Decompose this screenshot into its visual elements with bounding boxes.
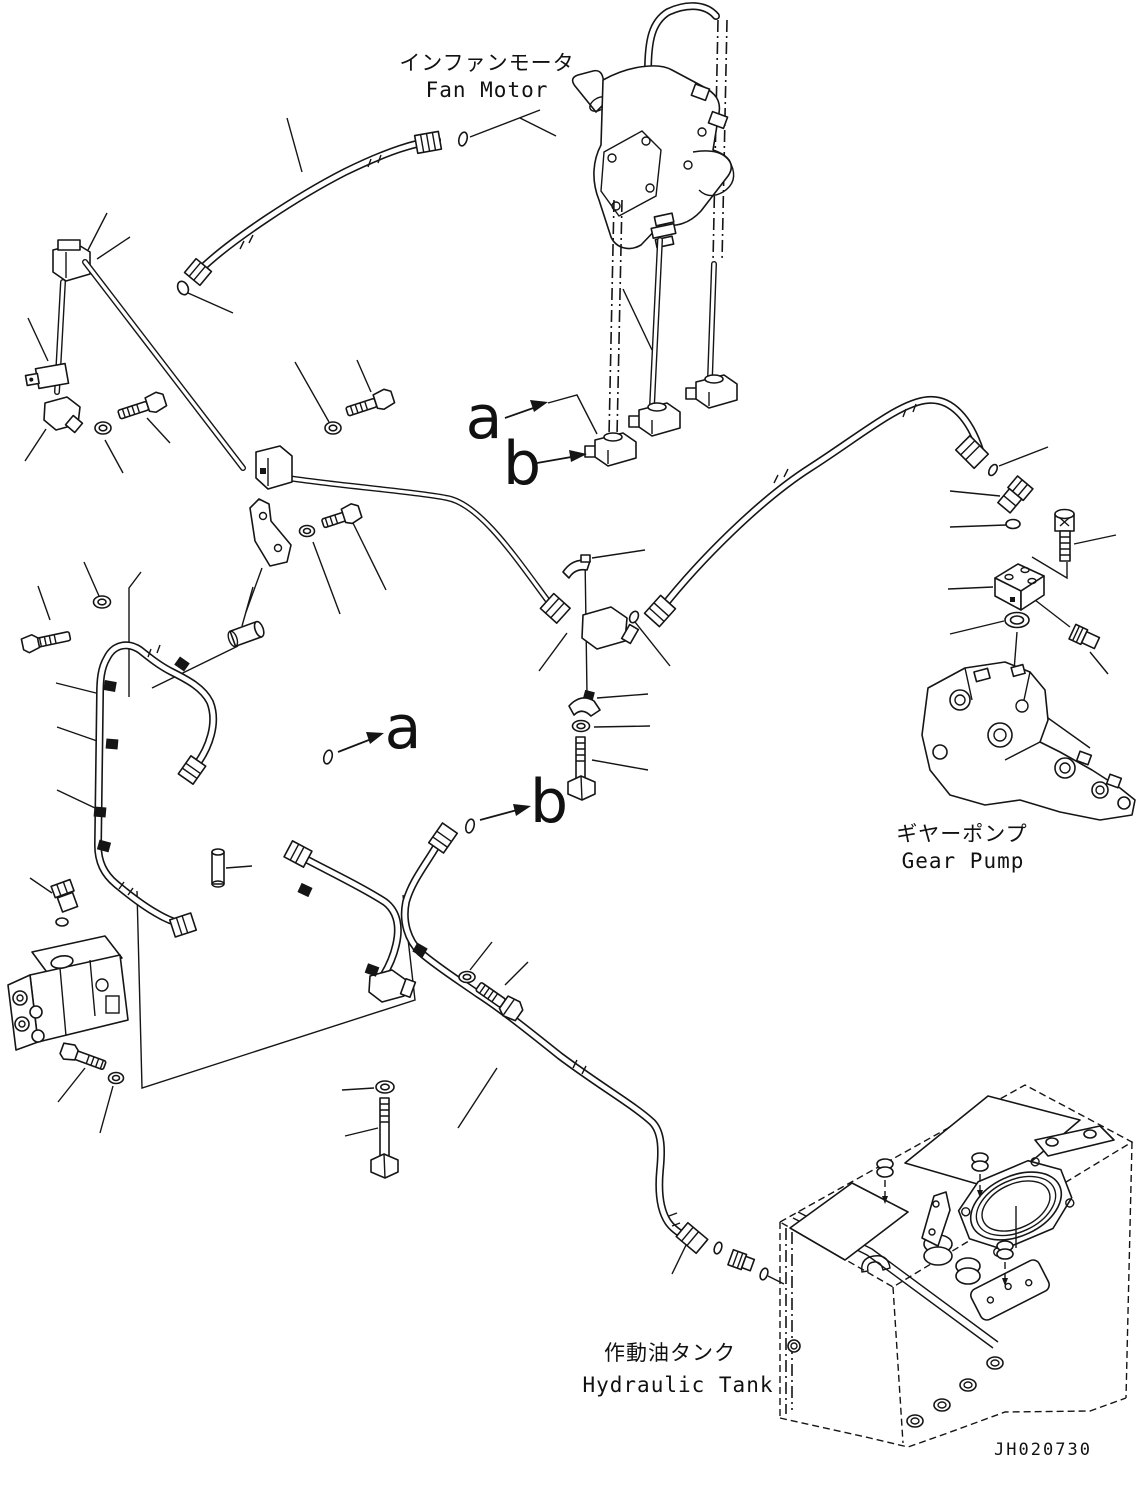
callout-b-mid: b bbox=[464, 767, 568, 837]
washer bbox=[324, 421, 342, 435]
callout-letter: a bbox=[385, 693, 422, 763]
bracket bbox=[249, 498, 292, 567]
center-elbow-assembly bbox=[539, 554, 640, 801]
o-ring bbox=[464, 818, 476, 834]
s-hose-assembly bbox=[20, 595, 265, 938]
elbow-connector bbox=[997, 475, 1034, 514]
hose-clamp bbox=[297, 882, 313, 898]
drawing-number: JH020730 bbox=[994, 1440, 1092, 1460]
o-ring bbox=[987, 463, 999, 477]
bolt bbox=[475, 982, 524, 1022]
callout-letter: b bbox=[503, 429, 541, 499]
labels: インファンモータ Fan Motor ギヤーポンプ Gear Pump 作動油タ… bbox=[399, 51, 1092, 1460]
pipe-clamp bbox=[24, 362, 70, 390]
tank-bosses bbox=[787, 1129, 1097, 1428]
connector-fitting bbox=[727, 1248, 756, 1272]
washer bbox=[92, 595, 112, 609]
hose-elbow-end bbox=[368, 969, 417, 1003]
washer bbox=[458, 970, 476, 984]
o-ring bbox=[628, 610, 640, 624]
hydraulic-tank-label-jp: 作動油タンク bbox=[604, 1341, 736, 1365]
callout-letter: b bbox=[530, 767, 568, 837]
elbow-fitting-b bbox=[584, 432, 637, 467]
washer bbox=[94, 421, 112, 435]
clamp-half bbox=[562, 554, 591, 579]
clamp-with-bolt bbox=[568, 689, 601, 717]
bolt bbox=[20, 631, 72, 654]
hose-clamp bbox=[174, 656, 190, 672]
hose-clamp bbox=[103, 680, 117, 692]
gear-pump-assembly bbox=[921, 661, 1136, 821]
fan-pump-valve bbox=[7, 878, 129, 1085]
fan-motor-assembly bbox=[571, 2, 735, 263]
socket-bolt bbox=[1054, 508, 1075, 562]
hose-clamp bbox=[364, 963, 380, 977]
washer bbox=[375, 1080, 395, 1094]
bolt bbox=[59, 1042, 107, 1070]
washer bbox=[571, 719, 591, 733]
callout-b-top: b bbox=[503, 429, 587, 499]
bolt bbox=[117, 391, 168, 420]
callout-letter: a bbox=[466, 383, 503, 453]
hose-clamp bbox=[105, 738, 119, 750]
bolt bbox=[321, 503, 363, 529]
plug-fitting bbox=[1068, 623, 1101, 650]
pipe-clamp-block bbox=[255, 445, 293, 490]
callout-a-top: a bbox=[466, 383, 598, 453]
gear-pump-label-en: Gear Pump bbox=[902, 849, 1025, 873]
gear-pump-label-jp: ギヤーポンプ bbox=[896, 822, 1027, 846]
tank-cover-plate bbox=[970, 1259, 1050, 1321]
fitting-stack-right bbox=[987, 463, 1101, 650]
o-ring bbox=[55, 917, 69, 927]
callout-a-mid: a bbox=[322, 693, 421, 765]
pin-bushing bbox=[227, 620, 265, 648]
hose-top-left bbox=[176, 130, 469, 296]
fan-motor-drop-tubes bbox=[608, 199, 717, 437]
checker-plate bbox=[789, 1182, 909, 1261]
hose-clamp bbox=[93, 806, 107, 818]
hose-clamp bbox=[412, 942, 428, 958]
hose-gear-pump bbox=[643, 395, 990, 628]
bolt bbox=[345, 388, 396, 417]
o-ring bbox=[457, 131, 469, 147]
flange-block bbox=[994, 563, 1045, 611]
o-ring bbox=[176, 280, 190, 296]
pipe-assembly-left bbox=[24, 239, 91, 434]
elbow-fitting-middle bbox=[628, 402, 681, 437]
elbow-connector bbox=[50, 878, 79, 913]
o-ring bbox=[1005, 518, 1021, 530]
pin-bushing bbox=[211, 848, 225, 888]
bolt bbox=[567, 736, 596, 801]
center-hoses bbox=[283, 822, 769, 1281]
upper-hardware bbox=[94, 388, 396, 538]
hydraulic-tank-outline bbox=[778, 1084, 1134, 1448]
washer bbox=[107, 1071, 125, 1085]
fan-motor-label-en: Fan Motor bbox=[426, 78, 549, 102]
hose-clamp bbox=[96, 839, 112, 853]
o-ring bbox=[759, 1267, 769, 1281]
elbow-fitting-a bbox=[685, 374, 738, 409]
bolt-vertical bbox=[370, 1097, 399, 1179]
o-ring bbox=[322, 749, 334, 765]
washer bbox=[298, 524, 316, 538]
hydraulic-tank-label-en: Hydraulic Tank bbox=[582, 1373, 773, 1397]
rigid-pipe-long bbox=[82, 259, 551, 604]
o-ring bbox=[713, 1241, 723, 1255]
checker-plate bbox=[904, 1095, 1081, 1191]
fan-motor-label-jp: インファンモータ bbox=[399, 51, 574, 75]
